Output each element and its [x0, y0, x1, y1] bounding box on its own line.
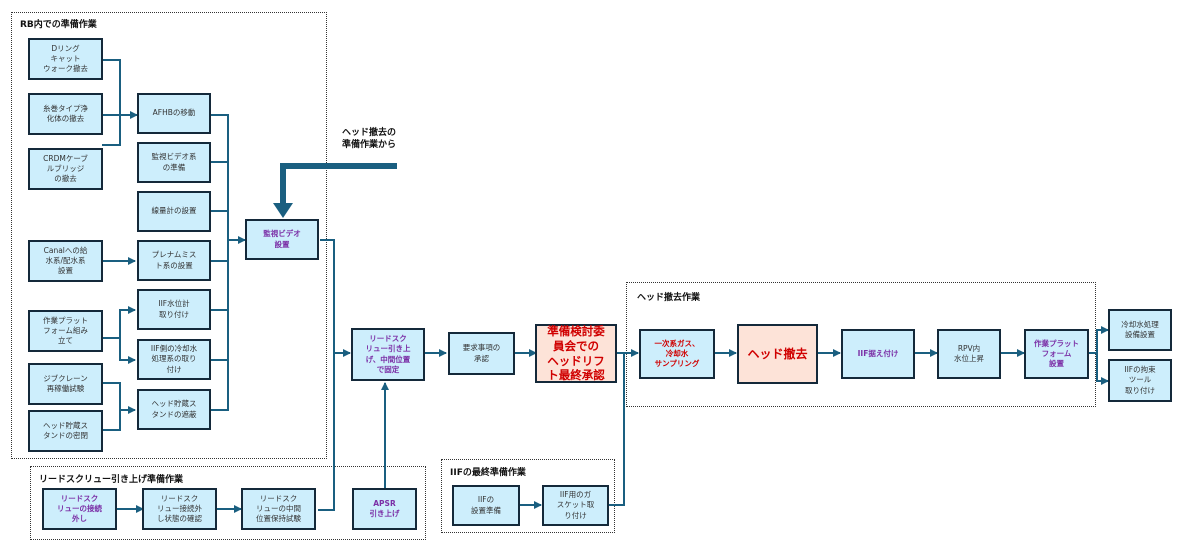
box-ls-disconnect[interactable]: リードスク リューの接続 外し — [42, 488, 117, 530]
group-title-iif-final-prep: IIFの最終準備作業 — [450, 468, 526, 478]
connector-platform-split-right — [1088, 326, 1109, 354]
group-iif-final-prep: IIFの最終準備作業 — [441, 459, 615, 533]
box-jib-crane[interactable]: ジブクレーン 再稼働試験 — [28, 363, 103, 405]
box-requirements[interactable]: 要求事項の 承認 — [448, 332, 515, 375]
group-title-rb-prep: RB内での準備作業 — [20, 20, 97, 30]
box-crdm-cable[interactable]: CRDMケーブ ルブリッジ の撤去 — [28, 148, 103, 190]
connector-gasket-up — [608, 353, 625, 506]
connector-video-to-lslift — [320, 239, 351, 357]
box-video-prep[interactable]: 監視ビデオ系 の準備 — [137, 142, 211, 183]
box-sampling[interactable]: 一次系ガス、 冷却水 サンプリング — [639, 329, 715, 379]
box-iif-gasket[interactable]: IIF用のガ スケット取 り付け — [542, 485, 609, 526]
box-head-removal[interactable]: ヘッド撤去 — [737, 324, 818, 384]
box-iif-restraint[interactable]: IIFの拘束 ツール 取り付け — [1108, 359, 1172, 402]
box-video-install[interactable]: 監視ビデオ 設置 — [245, 219, 319, 260]
box-ls-lift-fix[interactable]: リードスク リュー引き上 げ、中間位置 で固定 — [351, 328, 425, 381]
box-dosimeter[interactable]: 線量計の設置 — [137, 191, 211, 232]
connector-middle-bus — [210, 114, 229, 411]
box-iif-install-prep[interactable]: IIFの 設置準備 — [452, 485, 520, 526]
box-afhb-move[interactable]: AFHBの移動 — [137, 93, 211, 134]
box-ls-check[interactable]: リードスク リュー接続外 し状態の確認 — [142, 488, 217, 530]
box-platform-assembly[interactable]: 作業プラット フォーム組み 立て — [28, 310, 103, 352]
box-committee-approval[interactable]: 準備検討委 員会での ヘッドリフ ト最終承認 — [535, 324, 617, 383]
group-rb-prep: RB内での準備作業 — [11, 12, 327, 459]
box-iif-cooling[interactable]: IIF側の冷却水 処理系の取り 付け — [137, 339, 211, 380]
box-apsr-lift[interactable]: APSR 引き上げ — [352, 488, 417, 530]
thick-arrow-from-head-prep — [280, 163, 397, 205]
box-spool-purifier[interactable]: 糸巻タイプ浄 化体の撤去 — [28, 93, 103, 135]
group-leadscrew-prep: リードスクリュー引き上げ準備作業 — [30, 466, 426, 540]
connector-jib-merge — [102, 382, 121, 431]
group-title-leadscrew-prep: リードスクリュー引き上げ準備作業 — [39, 475, 184, 485]
box-iif-level-meter[interactable]: IIF水位計 取り付け — [137, 289, 211, 330]
group-head-removal-work: ヘッド撤去作業 — [626, 282, 1096, 407]
group-title-head-removal-work: ヘッド撤去作業 — [637, 293, 701, 303]
thick-arrowhead — [273, 203, 293, 218]
box-plenum-mist[interactable]: プレナムミス ト系の設置 — [137, 240, 211, 281]
box-ls-hold-test[interactable]: リードスク リューの中間 位置保持試験 — [241, 488, 316, 530]
connector-platform-split — [102, 306, 136, 339]
box-head-stand-shield[interactable]: ヘッド貯蔵ス タンドの遮蔽 — [137, 389, 211, 430]
box-d-ring[interactable]: Dリング キャット ウォーク撤去 — [28, 38, 103, 80]
box-canal-water[interactable]: Canalへの給 水系/配水系 設置 — [28, 240, 103, 282]
box-rpv-level[interactable]: RPV内 水位上昇 — [937, 329, 1001, 379]
connector-d-ring — [102, 59, 121, 146]
box-cooling-equipment[interactable]: 冷却水処理 設備設置 — [1108, 309, 1172, 351]
note-from-head-prep: ヘッド撤去の 準備作業から — [342, 128, 397, 151]
box-iif-install[interactable]: IIF据え付け — [841, 329, 915, 379]
connector-holdtest-up — [318, 353, 335, 511]
box-platform-install[interactable]: 作業プラット フォーム 設置 — [1024, 329, 1089, 379]
box-head-stand-seal[interactable]: ヘッド貯蔵ス タンドの密閉 — [28, 410, 103, 452]
